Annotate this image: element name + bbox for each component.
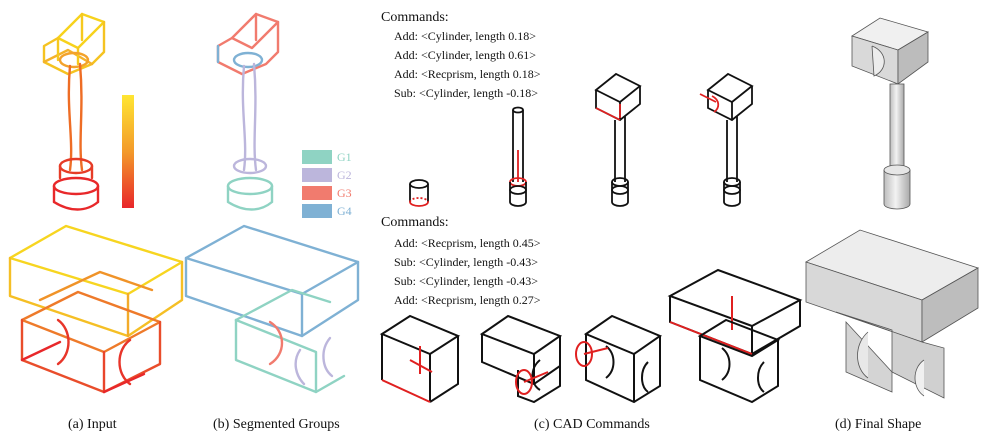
legend (302, 150, 332, 218)
cad-step-bottom-2 (479, 314, 563, 404)
commands-bottom-title: Commands: (381, 215, 449, 230)
final-shape-bottom (805, 229, 979, 399)
legend-label-g1: G1 (337, 150, 352, 164)
cad-step-top-2 (509, 106, 527, 207)
segmented-sketch-bottom (184, 224, 360, 394)
legend-label-g4: G4 (337, 204, 352, 218)
cad-step-bottom-3 (575, 314, 663, 404)
command-top-line: Sub: <Cylinder, length -0.18> (394, 86, 539, 100)
legend-swatch-g1 (302, 150, 332, 164)
cad-step-top-1 (409, 179, 429, 207)
legend-label-g2: G2 (337, 168, 352, 182)
legend-label-g3: G3 (337, 186, 352, 200)
command-top-line: Add: <Cylinder, length 0.61> (394, 48, 537, 62)
cad-step-top-3 (594, 72, 642, 207)
command-bottom-line: Add: <Recprism, length 0.27> (394, 293, 541, 307)
caption-segmented-groups: (b) Segmented Groups (213, 417, 340, 432)
input-sketch-bottom (8, 224, 184, 394)
segmented-sketch-top (216, 12, 280, 211)
cad-step-bottom-4 (667, 268, 803, 404)
command-bottom-line: Add: <Recprism, length 0.45> (394, 236, 541, 250)
command-top-line: Add: <Cylinder, length 0.18> (394, 29, 537, 43)
legend-swatch-g3 (302, 186, 332, 200)
legend-swatch-g4 (302, 204, 332, 218)
final-shape-top (851, 17, 929, 210)
command-bottom-line: Sub: <Cylinder, length -0.43> (394, 274, 539, 288)
command-bottom-line: Sub: <Cylinder, length -0.43> (394, 255, 539, 269)
commands-top-title: Commands: (381, 10, 449, 25)
colorbar (122, 95, 134, 208)
cad-step-top-4 (699, 72, 754, 207)
caption-input: (a) Input (68, 417, 117, 432)
caption-cad-commands: (c) CAD Commands (534, 417, 650, 432)
input-sketch-top (42, 12, 106, 211)
command-top-line: Add: <Recprism, length 0.18> (394, 67, 541, 81)
cad-step-bottom-1 (379, 314, 461, 403)
caption-final-shape: (d) Final Shape (835, 417, 922, 432)
legend-swatch-g2 (302, 168, 332, 182)
